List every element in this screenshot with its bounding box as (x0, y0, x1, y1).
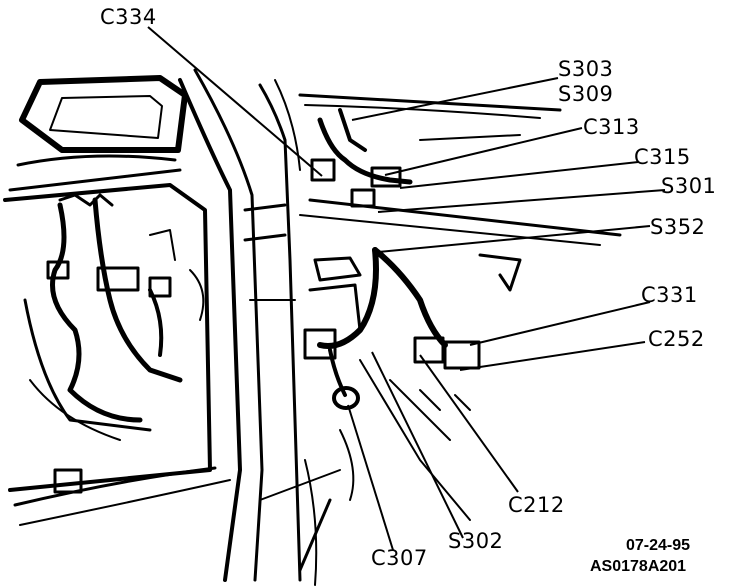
label-c252: C252 (648, 327, 705, 351)
leader-lines (147, 26, 666, 551)
footer-date: 07-24-95 (626, 537, 690, 554)
label-s301: S301 (661, 174, 716, 198)
dash-artwork (298, 93, 622, 521)
label-c334: C334 (100, 5, 157, 29)
label-s302: S302 (448, 529, 503, 553)
label-s309: S309 (558, 82, 613, 106)
label-c212: C212 (508, 493, 565, 517)
label-c307: C307 (371, 546, 428, 570)
footer-code: AS0178A201 (590, 558, 686, 575)
label-s352: S352 (650, 215, 705, 239)
door-artwork (3, 75, 231, 526)
label-c313: C313 (583, 115, 640, 139)
pillar-artwork (178, 68, 341, 586)
label-c331: C331 (641, 283, 698, 307)
label-s303: S303 (558, 57, 613, 81)
label-c315: C315 (634, 145, 691, 169)
